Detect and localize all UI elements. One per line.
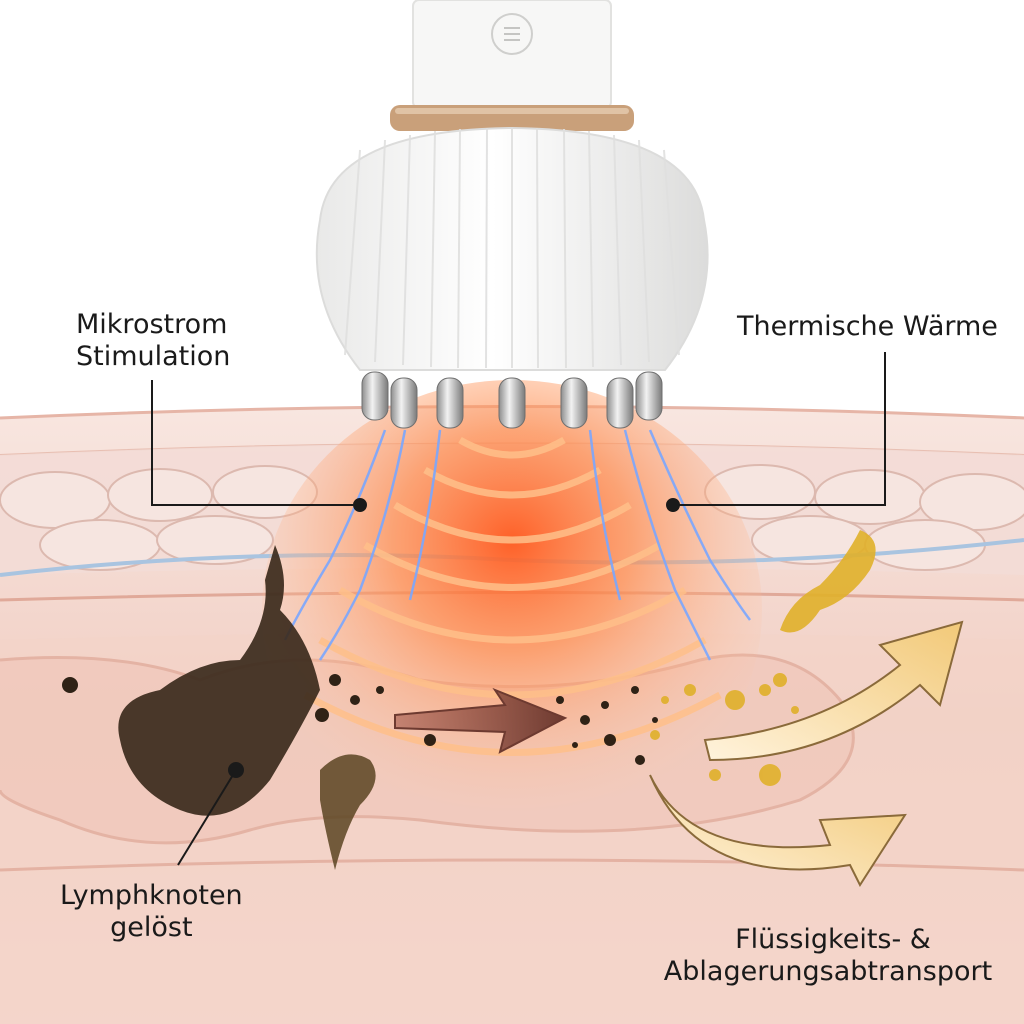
thermal-waves: [262, 380, 762, 840]
fluid-removal-label-line1: Flüssigkeits- &: [735, 924, 931, 955]
callout-lines: [151, 352, 886, 866]
fluid-removal-label: Flüssigkeits- & Ablagerungsabtransport: [648, 924, 1008, 988]
lymph-node-label-line1: Lymphknoten: [60, 880, 243, 911]
lymph-node-label-line2: gelöst: [110, 912, 193, 943]
device-logo-icon: [491, 13, 533, 55]
lymph-node-deposit: [62, 545, 658, 870]
lymph-node-label: Lymphknoten gelöst: [60, 880, 243, 944]
drainage-arrows-icon: [649, 620, 964, 888]
flow-arrow-icon: [394, 687, 568, 754]
fluid-removal-label-line2: Ablagerungsabtransport: [663, 956, 993, 987]
fluid-droplets: [650, 530, 876, 786]
micro-current-lines: [283, 429, 752, 661]
micro-current-label-line2: Stimulation: [76, 341, 231, 372]
micro-current-label: Mikrostrom Stimulation: [76, 309, 230, 373]
micro-current-label-line1: Mikrostrom: [76, 309, 228, 340]
thermal-label: Thermische Wärme: [737, 311, 998, 342]
massage-device: [315, 0, 709, 429]
